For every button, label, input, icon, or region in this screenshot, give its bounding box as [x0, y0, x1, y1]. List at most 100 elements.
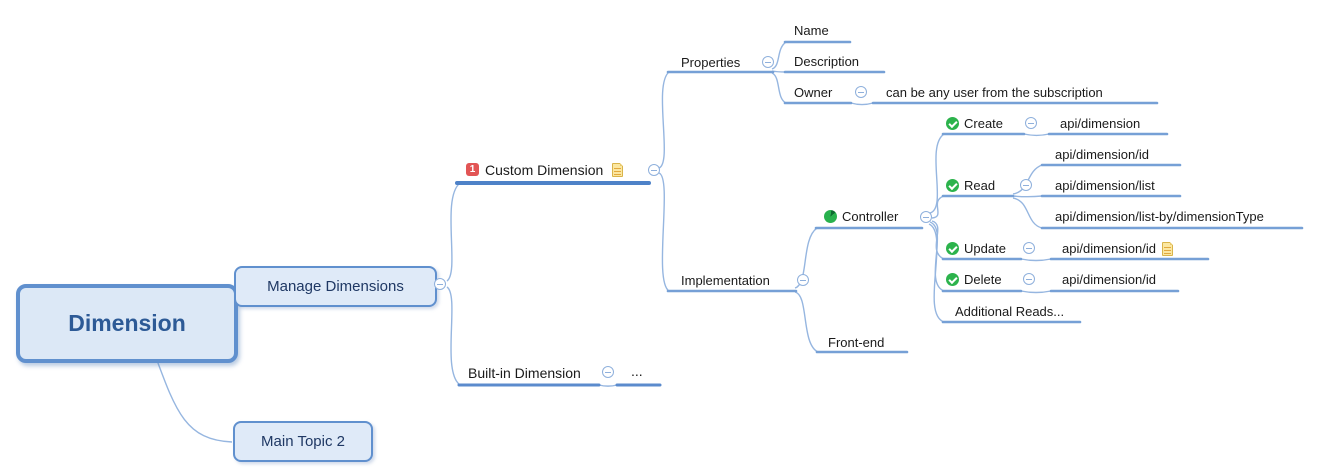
- topic-main-topic-2[interactable]: Main Topic 2: [233, 421, 373, 462]
- topic-delete[interactable]: Delete: [946, 271, 1002, 288]
- topic-label: Dimension: [68, 310, 186, 336]
- minus-icon: [1026, 247, 1032, 249]
- curve-custom-properties: [658, 71, 670, 169]
- curve-controller-read: [931, 195, 945, 219]
- topic-name[interactable]: Name: [794, 22, 829, 39]
- topic-owner[interactable]: Owner: [794, 84, 832, 101]
- topic-root[interactable]: Dimension: [16, 284, 238, 363]
- curve-owner-note: [850, 102, 874, 106]
- curve-manage-custom: [446, 182, 461, 282]
- minus-icon: [765, 61, 771, 63]
- topic-custom-dimension[interactable]: 1 Custom Dimension: [466, 160, 624, 179]
- topic-builtin-child[interactable]: ...: [631, 361, 643, 380]
- topic-create-api[interactable]: api/dimension: [1060, 115, 1140, 132]
- topic-builtin-dimension[interactable]: Built-in Dimension: [468, 363, 581, 382]
- topic-label: Read: [964, 178, 996, 193]
- curve-read-api-listby: [1012, 197, 1043, 229]
- collapse-button-implementation[interactable]: [797, 274, 809, 286]
- task-progress-icon: [824, 210, 837, 223]
- curve-custom-implementation: [658, 172, 670, 292]
- minus-icon: [923, 216, 929, 218]
- topic-label: Owner: [794, 85, 833, 100]
- topic-label: Controller: [842, 209, 899, 224]
- collapse-button-delete[interactable]: [1023, 273, 1035, 285]
- topic-read-api-listby[interactable]: api/dimension/list-by/dimensionType: [1055, 208, 1264, 225]
- minus-icon: [651, 169, 657, 171]
- check-icon: [946, 273, 959, 286]
- curve-implementation-frontend: [794, 291, 819, 353]
- curve-properties-owner: [771, 72, 787, 104]
- topic-label: Delete: [964, 272, 1002, 287]
- curve-controller-delete: [929, 221, 945, 292]
- topic-update[interactable]: Update: [946, 240, 1006, 257]
- topic-read-api-list[interactable]: api/dimension/list: [1055, 177, 1155, 194]
- check-icon: [946, 242, 959, 255]
- minus-icon: [1026, 278, 1032, 280]
- topic-frontend[interactable]: Front-end: [828, 334, 884, 351]
- collapse-button-properties[interactable]: [762, 56, 774, 68]
- topic-label: Built-in Dimension: [468, 364, 581, 381]
- check-icon: [946, 179, 959, 192]
- check-icon: [946, 117, 959, 130]
- curve-update-api: [1020, 258, 1052, 262]
- topic-label: api/dimension/id: [1062, 272, 1156, 287]
- curve-root-main2: [154, 354, 233, 443]
- topic-read-api-id[interactable]: api/dimension/id: [1055, 146, 1149, 163]
- collapse-button-controller[interactable]: [920, 211, 932, 223]
- curve-properties-description: [771, 70, 787, 73]
- minus-icon: [1023, 184, 1029, 186]
- curve-properties-name: [771, 41, 787, 70]
- topic-label: Custom Dimension: [485, 161, 604, 178]
- collapse-button-owner[interactable]: [855, 86, 867, 98]
- note-icon[interactable]: [612, 162, 624, 177]
- topic-label: api/dimension: [1060, 116, 1141, 131]
- collapse-button-read[interactable]: [1020, 179, 1032, 191]
- curve-controller-update: [931, 220, 945, 260]
- minus-icon: [437, 283, 443, 285]
- topic-label: ...: [631, 362, 643, 379]
- topic-controller[interactable]: Controller: [824, 208, 898, 225]
- topic-update-api[interactable]: api/dimension/id: [1062, 240, 1173, 257]
- collapse-button-manage[interactable]: [434, 278, 446, 290]
- branch-curves: [154, 41, 1052, 443]
- minus-icon: [605, 371, 611, 373]
- topic-label: can be any user from the subscription: [886, 85, 1103, 100]
- collapse-button-builtin[interactable]: [602, 366, 614, 378]
- topic-label: api/dimension/id: [1062, 241, 1156, 256]
- topic-label: Main Topic 2: [261, 433, 345, 450]
- topic-label: Create: [964, 116, 1004, 131]
- curve-builtin-child: [598, 384, 618, 387]
- topic-additional-reads[interactable]: Additional Reads...: [955, 303, 1064, 320]
- curve-read-api-list: [1012, 195, 1043, 198]
- topic-properties[interactable]: Properties: [681, 54, 740, 71]
- curve-controller-additional: [928, 223, 945, 323]
- topic-label: Name: [794, 23, 829, 38]
- minus-icon: [858, 91, 864, 93]
- collapse-button-custom[interactable]: [648, 164, 660, 176]
- topic-create[interactable]: Create: [946, 115, 1003, 132]
- topic-delete-api[interactable]: api/dimension/id: [1062, 271, 1156, 288]
- curve-manage-builtin: [446, 286, 461, 386]
- collapse-button-update[interactable]: [1023, 242, 1035, 254]
- curve-delete-api: [1020, 290, 1052, 294]
- topic-label: Description: [794, 54, 860, 69]
- minus-icon: [800, 279, 806, 281]
- topic-implementation[interactable]: Implementation: [681, 272, 770, 289]
- topic-description[interactable]: Description: [794, 53, 859, 70]
- topic-manage-dimensions[interactable]: Manage Dimensions: [234, 266, 437, 307]
- topic-label: Front-end: [828, 335, 885, 350]
- collapse-button-create[interactable]: [1025, 117, 1037, 129]
- topic-owner-note[interactable]: can be any user from the subscription: [886, 84, 1103, 101]
- topic-read[interactable]: Read: [946, 177, 995, 194]
- minus-icon: [1028, 122, 1034, 124]
- note-icon[interactable]: [1161, 241, 1173, 256]
- priority-1-icon: 1: [466, 163, 479, 176]
- topic-label: Additional Reads...: [955, 304, 1065, 319]
- topic-label: Update: [964, 241, 1006, 256]
- topic-label: Manage Dimensions: [267, 278, 404, 295]
- topic-label: Properties: [681, 55, 741, 70]
- curve-controller-create: [929, 133, 945, 214]
- topic-label: Implementation: [681, 273, 770, 288]
